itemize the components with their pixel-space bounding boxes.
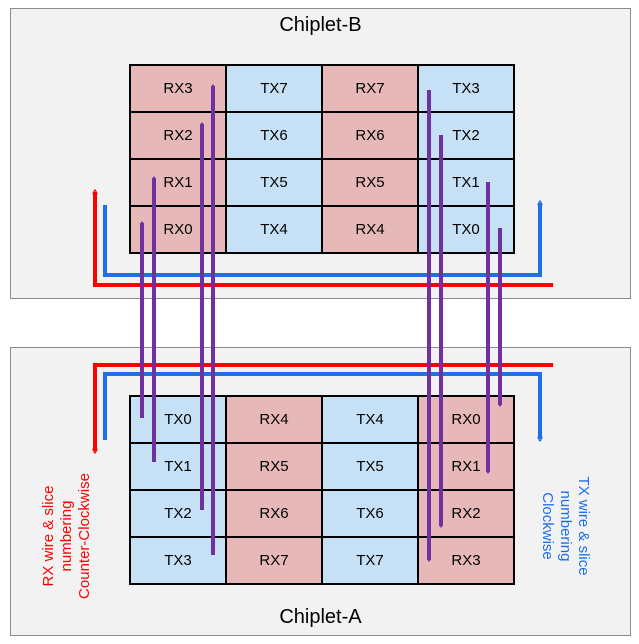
slice-cell: TX7 [323,538,419,585]
slice-cell: RX5 [227,444,323,491]
slice-cell: TX6 [323,491,419,538]
rx-wire-numbering-label: RX wire & slice numbering Counter-Clockw… [40,473,93,599]
slice-cell: RX4 [227,397,323,444]
slice-cell: RX6 [227,491,323,538]
slice-cell: RX6 [323,113,419,160]
chiplet-a-tx-wire [103,372,540,440]
chiplet-a-rx-wire [95,363,553,451]
tx-wire-numbering-label: TX wire & slice numbering Clockwise [539,476,592,576]
slice-cell: TX5 [227,160,323,207]
b-tx-to-a-rx-links [427,90,502,560]
slice-cell: TX3 [419,66,515,113]
a-tx-to-b-rx-links [140,86,215,555]
slice-cell: RX5 [323,160,419,207]
slice-cell: TX4 [323,397,419,444]
slice-cell: RX7 [323,66,419,113]
chiplet-b-title: Chiplet-B [279,14,362,36]
slice-cell: RX7 [227,538,323,585]
slice-cell: TX5 [323,444,419,491]
slice-cell: RX2 [419,491,515,538]
slice-cell: TX2 [419,113,515,160]
slice-cell: RX1 [419,444,515,491]
chiplet-b-slice-grid: RX3 TX7 RX7 TX3 RX2 TX6 RX6 TX2 RX1 TX5 … [129,64,515,254]
slice-cell: TX1 [419,160,515,207]
chiplet-b-rx-wire [95,192,553,287]
slice-cell: RX4 [323,207,419,254]
slice-cell: TX7 [227,66,323,113]
slice-cell: TX4 [227,207,323,254]
chiplet-a-title: Chiplet-A [279,606,362,628]
chiplet-b-tx-wire [103,203,540,277]
slice-cell: TX6 [227,113,323,160]
slice-cell: RX3 [419,538,515,585]
